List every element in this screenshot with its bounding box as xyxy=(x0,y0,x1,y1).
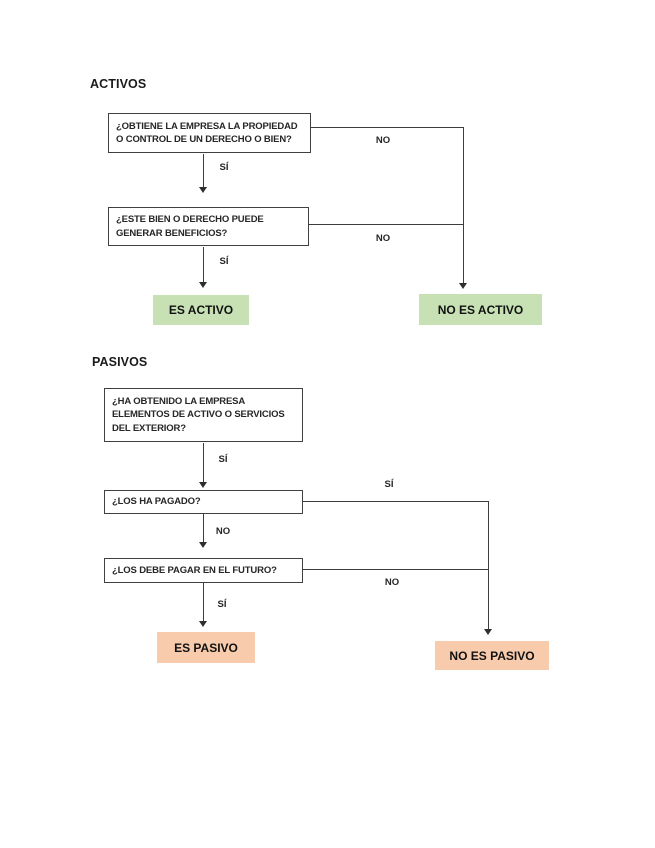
pasivos-si1-arrowhead-icon xyxy=(199,482,207,488)
pasivos-no1-label: NO xyxy=(215,526,231,537)
pasivos-si1-label: SÍ xyxy=(218,454,228,465)
activos-no2-connector-line xyxy=(309,224,464,226)
activos-si2-arrowhead-icon xyxy=(199,282,207,288)
pasivos-question1-box: ¿HA OBTENIDO LA EMPRESA ELEMENTOS DE ACT… xyxy=(104,388,303,442)
pasivos-no1-connector-line xyxy=(203,514,205,542)
pasivos-rail-arrowhead-icon xyxy=(484,629,492,635)
activos-si1-arrowhead-icon xyxy=(199,187,207,193)
activos-question1-box: ¿OBTIENE LA EMPRESA LA PROPIEDAD O CONTR… xyxy=(108,113,311,153)
activos-question1-text: ¿OBTIENE LA EMPRESA LA PROPIEDAD O CONTR… xyxy=(116,120,298,145)
pasivos-question1-text: ¿HA OBTENIDO LA EMPRESA ELEMENTOS DE ACT… xyxy=(112,396,285,434)
pasivos-heading: PASIVOS xyxy=(92,355,148,369)
pasivos-question3-text: ¿LOS DEBE PAGAR EN EL FUTURO? xyxy=(112,564,277,576)
activos-no-rail-arrowhead-icon xyxy=(459,283,467,289)
pasivos-no1-arrowhead-icon xyxy=(199,542,207,548)
activos-question2-text: ¿ESTE BIEN O DERECHO PUEDE GENERAR BENEF… xyxy=(116,214,264,239)
activos-result-positive: ES ACTIVO xyxy=(153,295,249,325)
pasivos-si2-label: SÍ xyxy=(384,479,394,490)
activos-no2-label: NO xyxy=(375,233,391,244)
pasivos-result-negative: NO ES PASIVO xyxy=(435,641,549,670)
pasivos-si2-connector-line xyxy=(303,501,489,503)
activos-no1-connector-line xyxy=(311,127,464,129)
activos-result-negative: NO ES ACTIVO xyxy=(419,294,542,325)
activos-no1-label: NO xyxy=(375,135,391,146)
activos-si1-label: SÍ xyxy=(219,162,229,173)
pasivos-question2-text: ¿LOS HA PAGADO? xyxy=(112,496,201,508)
activos-heading: ACTIVOS xyxy=(90,77,147,91)
pasivos-si3-arrowhead-icon xyxy=(199,621,207,627)
activos-si2-label: SÍ xyxy=(219,256,229,267)
pasivos-si3-connector-line xyxy=(203,583,205,621)
pasivos-no2-connector-line xyxy=(303,569,489,571)
activos-question2-box: ¿ESTE BIEN O DERECHO PUEDE GENERAR BENEF… xyxy=(108,207,309,246)
pasivos-no2-label: NO xyxy=(384,577,400,588)
pasivos-si1-connector-line xyxy=(203,443,205,482)
activos-si2-connector-line xyxy=(203,247,205,282)
pasivos-question3-box: ¿LOS DEBE PAGAR EN EL FUTURO? xyxy=(104,558,303,583)
activos-si1-connector-line xyxy=(203,154,205,187)
activos-no-rail-line xyxy=(463,127,465,283)
pasivos-question2-box: ¿LOS HA PAGADO? xyxy=(104,490,303,514)
pasivos-rail-line xyxy=(488,501,490,629)
pasivos-si3-label: SÍ xyxy=(217,599,227,610)
pasivos-result-positive: ES PASIVO xyxy=(157,632,255,663)
